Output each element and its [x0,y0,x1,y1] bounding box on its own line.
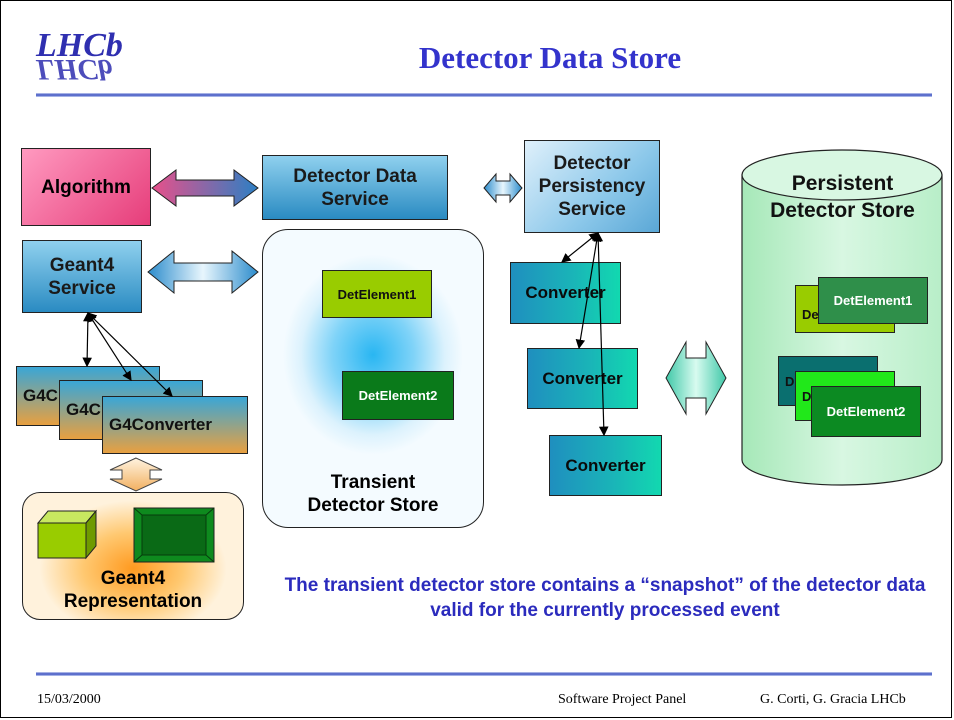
transient-det-element-2: DetElement2 [342,371,454,420]
detector-data-service-box: Detector Data Service [262,155,448,220]
footer-event: Software Project Panel [558,692,687,707]
header-rule [36,93,932,97]
transient-store-label: Transient Detector Store [307,472,439,516]
g4converter-box-3: G4Converter [102,396,248,454]
detector-persistency-service-box: Detector Persistency Service [524,140,660,233]
lhcb-logo: LHCb LHCb [35,27,123,82]
geant4-to-g4converter-3 [87,312,173,397]
footer-date: 15/03/2000 [37,692,101,707]
svg-text:LHCb: LHCb [35,53,113,82]
converter-persistent-arrow [665,340,727,416]
geant4-to-g4converter-2 [87,311,132,382]
service-persistency-arrow [483,172,523,204]
caption-note: The transient detector store contains a … [284,575,926,621]
persistent-det-element-2: DetElement2 [811,386,921,437]
persistency-to-converter-2 [575,231,602,350]
persistency-to-converter-1 [561,232,599,263]
persistent-det-element-1: DetElement1 [818,277,928,324]
geant4-representation-label: Geant4 Representation [63,568,203,612]
persistency-to-converter-3 [593,231,609,437]
algorithm-service-arrow [151,169,259,207]
converter-box-3: Converter [549,435,662,496]
svg-text:LHCb: LHCb [35,27,123,64]
persistent-store-label: Persistent Detector Store [770,172,915,222]
footer-rule [36,672,932,676]
transient-det-element-1: DetElement1 [322,270,432,318]
geant4-service-box: Geant4 Service [22,240,142,313]
algorithm-box: Algorithm [21,148,151,226]
page-title: Detector Data Store [418,40,682,75]
vertical-double-arrow [109,457,163,492]
footer-authors: G. Corti, G. Gracia LHCb [760,692,906,707]
geant4-to-g4converter-1 [82,311,93,368]
geant4-transient-arrow [147,249,259,295]
